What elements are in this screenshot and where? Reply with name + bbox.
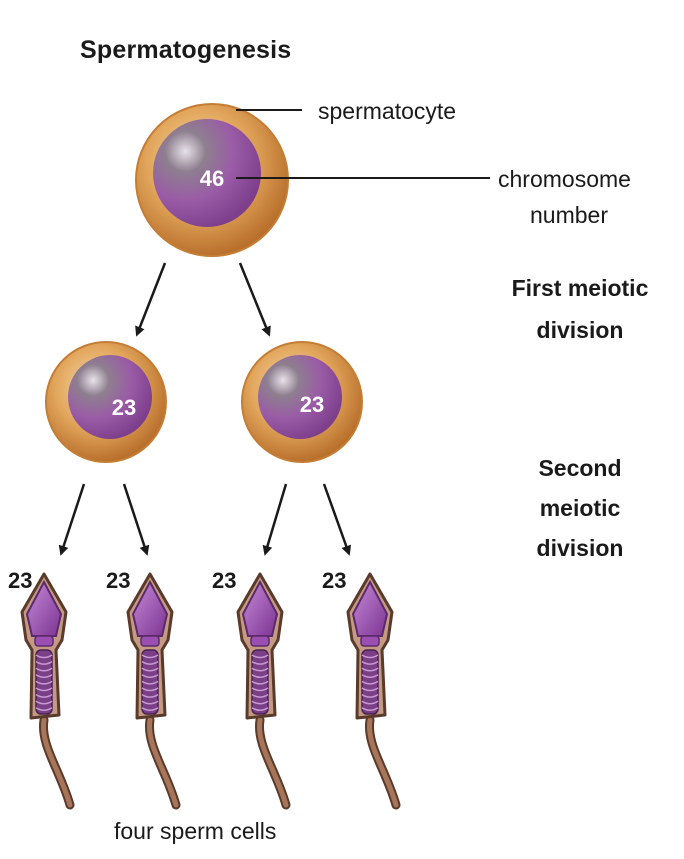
- sperm-number-3: 23: [212, 568, 236, 593]
- sperm-coil: [141, 680, 159, 685]
- secondary-number-left: 23: [112, 395, 136, 420]
- sperm-coil: [361, 687, 379, 692]
- sperm-coil: [361, 674, 379, 679]
- secondary-cell-left: 23: [45, 341, 167, 463]
- sperm-coil: [361, 700, 379, 705]
- sperm-head: [131, 579, 169, 637]
- sperm-head: [351, 579, 389, 637]
- sperm-coil: [251, 707, 269, 712]
- sperm-coil: [35, 693, 53, 698]
- sperm-neck: [360, 635, 380, 647]
- sperm-tail-core: [256, 717, 289, 808]
- sperm-number-1: 23: [8, 568, 32, 593]
- second-division-label-line2: meiotic: [539, 495, 621, 521]
- spermatocyte-label: spermatocyte: [318, 98, 457, 124]
- sperm-number-4: 23: [322, 568, 346, 593]
- sperm-coil: [251, 667, 269, 672]
- sperm-neck: [140, 635, 160, 647]
- first-division-label-line1: First meiotic: [511, 275, 649, 301]
- sperm-coil: [141, 654, 159, 659]
- chromosome-label-line2: number: [530, 202, 608, 228]
- sperm-coil: [361, 654, 379, 659]
- sperm-tail-core: [146, 717, 179, 808]
- sperm-coil: [141, 700, 159, 705]
- sperm-coil: [251, 687, 269, 692]
- sperm-number-2: 23: [106, 568, 130, 593]
- sperm-coil: [251, 674, 269, 679]
- arrow-second-2: [122, 483, 150, 556]
- sperm-neck: [34, 635, 54, 647]
- sperm-neck: [250, 635, 270, 647]
- sperm-coil: [35, 660, 53, 665]
- sperm-coil: [141, 693, 159, 698]
- second-division-label-line1: Second: [538, 455, 622, 481]
- sperm-coil: [35, 687, 53, 692]
- sperm-coil: [251, 654, 269, 659]
- sperm-coil: [251, 660, 269, 665]
- arrow-second-1: [58, 483, 86, 556]
- sperm-coil: [35, 700, 53, 705]
- sperm-coil: [251, 700, 269, 705]
- arrow-second-3: [262, 483, 288, 556]
- sperm-head: [241, 579, 279, 637]
- spermatocyte-cell: 46: [135, 103, 289, 257]
- sperm-coil: [361, 693, 379, 698]
- diagram-title: Spermatogenesis: [80, 36, 292, 64]
- spermatocyte-number: 46: [200, 166, 224, 191]
- sperm-coil: [251, 680, 269, 685]
- sperm-cell: [346, 572, 401, 810]
- first-division-label-line2: division: [536, 317, 624, 343]
- caption-four-sperm-cells: four sperm cells: [114, 818, 277, 844]
- arrow-first-right: [238, 262, 271, 337]
- chromosome-label-line1: chromosome: [498, 166, 631, 192]
- sperm-cell: [126, 572, 181, 810]
- sperm-coil: [361, 707, 379, 712]
- sperm-coil: [35, 674, 53, 679]
- sperm-coil: [141, 687, 159, 692]
- sperm-coil: [35, 654, 53, 659]
- sperm-coil: [141, 667, 159, 672]
- sperm-cell: [236, 572, 291, 810]
- sperm-coil: [361, 680, 379, 685]
- second-division-label-line3: division: [536, 535, 624, 561]
- sperm-coil: [251, 693, 269, 698]
- arrow-first-left: [135, 262, 167, 337]
- sperm-coil: [361, 660, 379, 665]
- secondary-cell-right: 23: [241, 341, 363, 463]
- sperm-cell: [20, 572, 75, 810]
- sperm-tail-core: [366, 717, 399, 808]
- sperm-coil: [35, 707, 53, 712]
- sperm-coil: [141, 660, 159, 665]
- sperm-coil: [35, 680, 53, 685]
- secondary-number-right: 23: [300, 392, 324, 417]
- sperm-coil: [141, 674, 159, 679]
- sperm-cells: [20, 572, 401, 810]
- sperm-coil: [141, 707, 159, 712]
- sperm-tail-core: [40, 717, 73, 808]
- arrow-second-4: [322, 483, 352, 556]
- sperm-coil: [35, 667, 53, 672]
- sperm-coil: [361, 667, 379, 672]
